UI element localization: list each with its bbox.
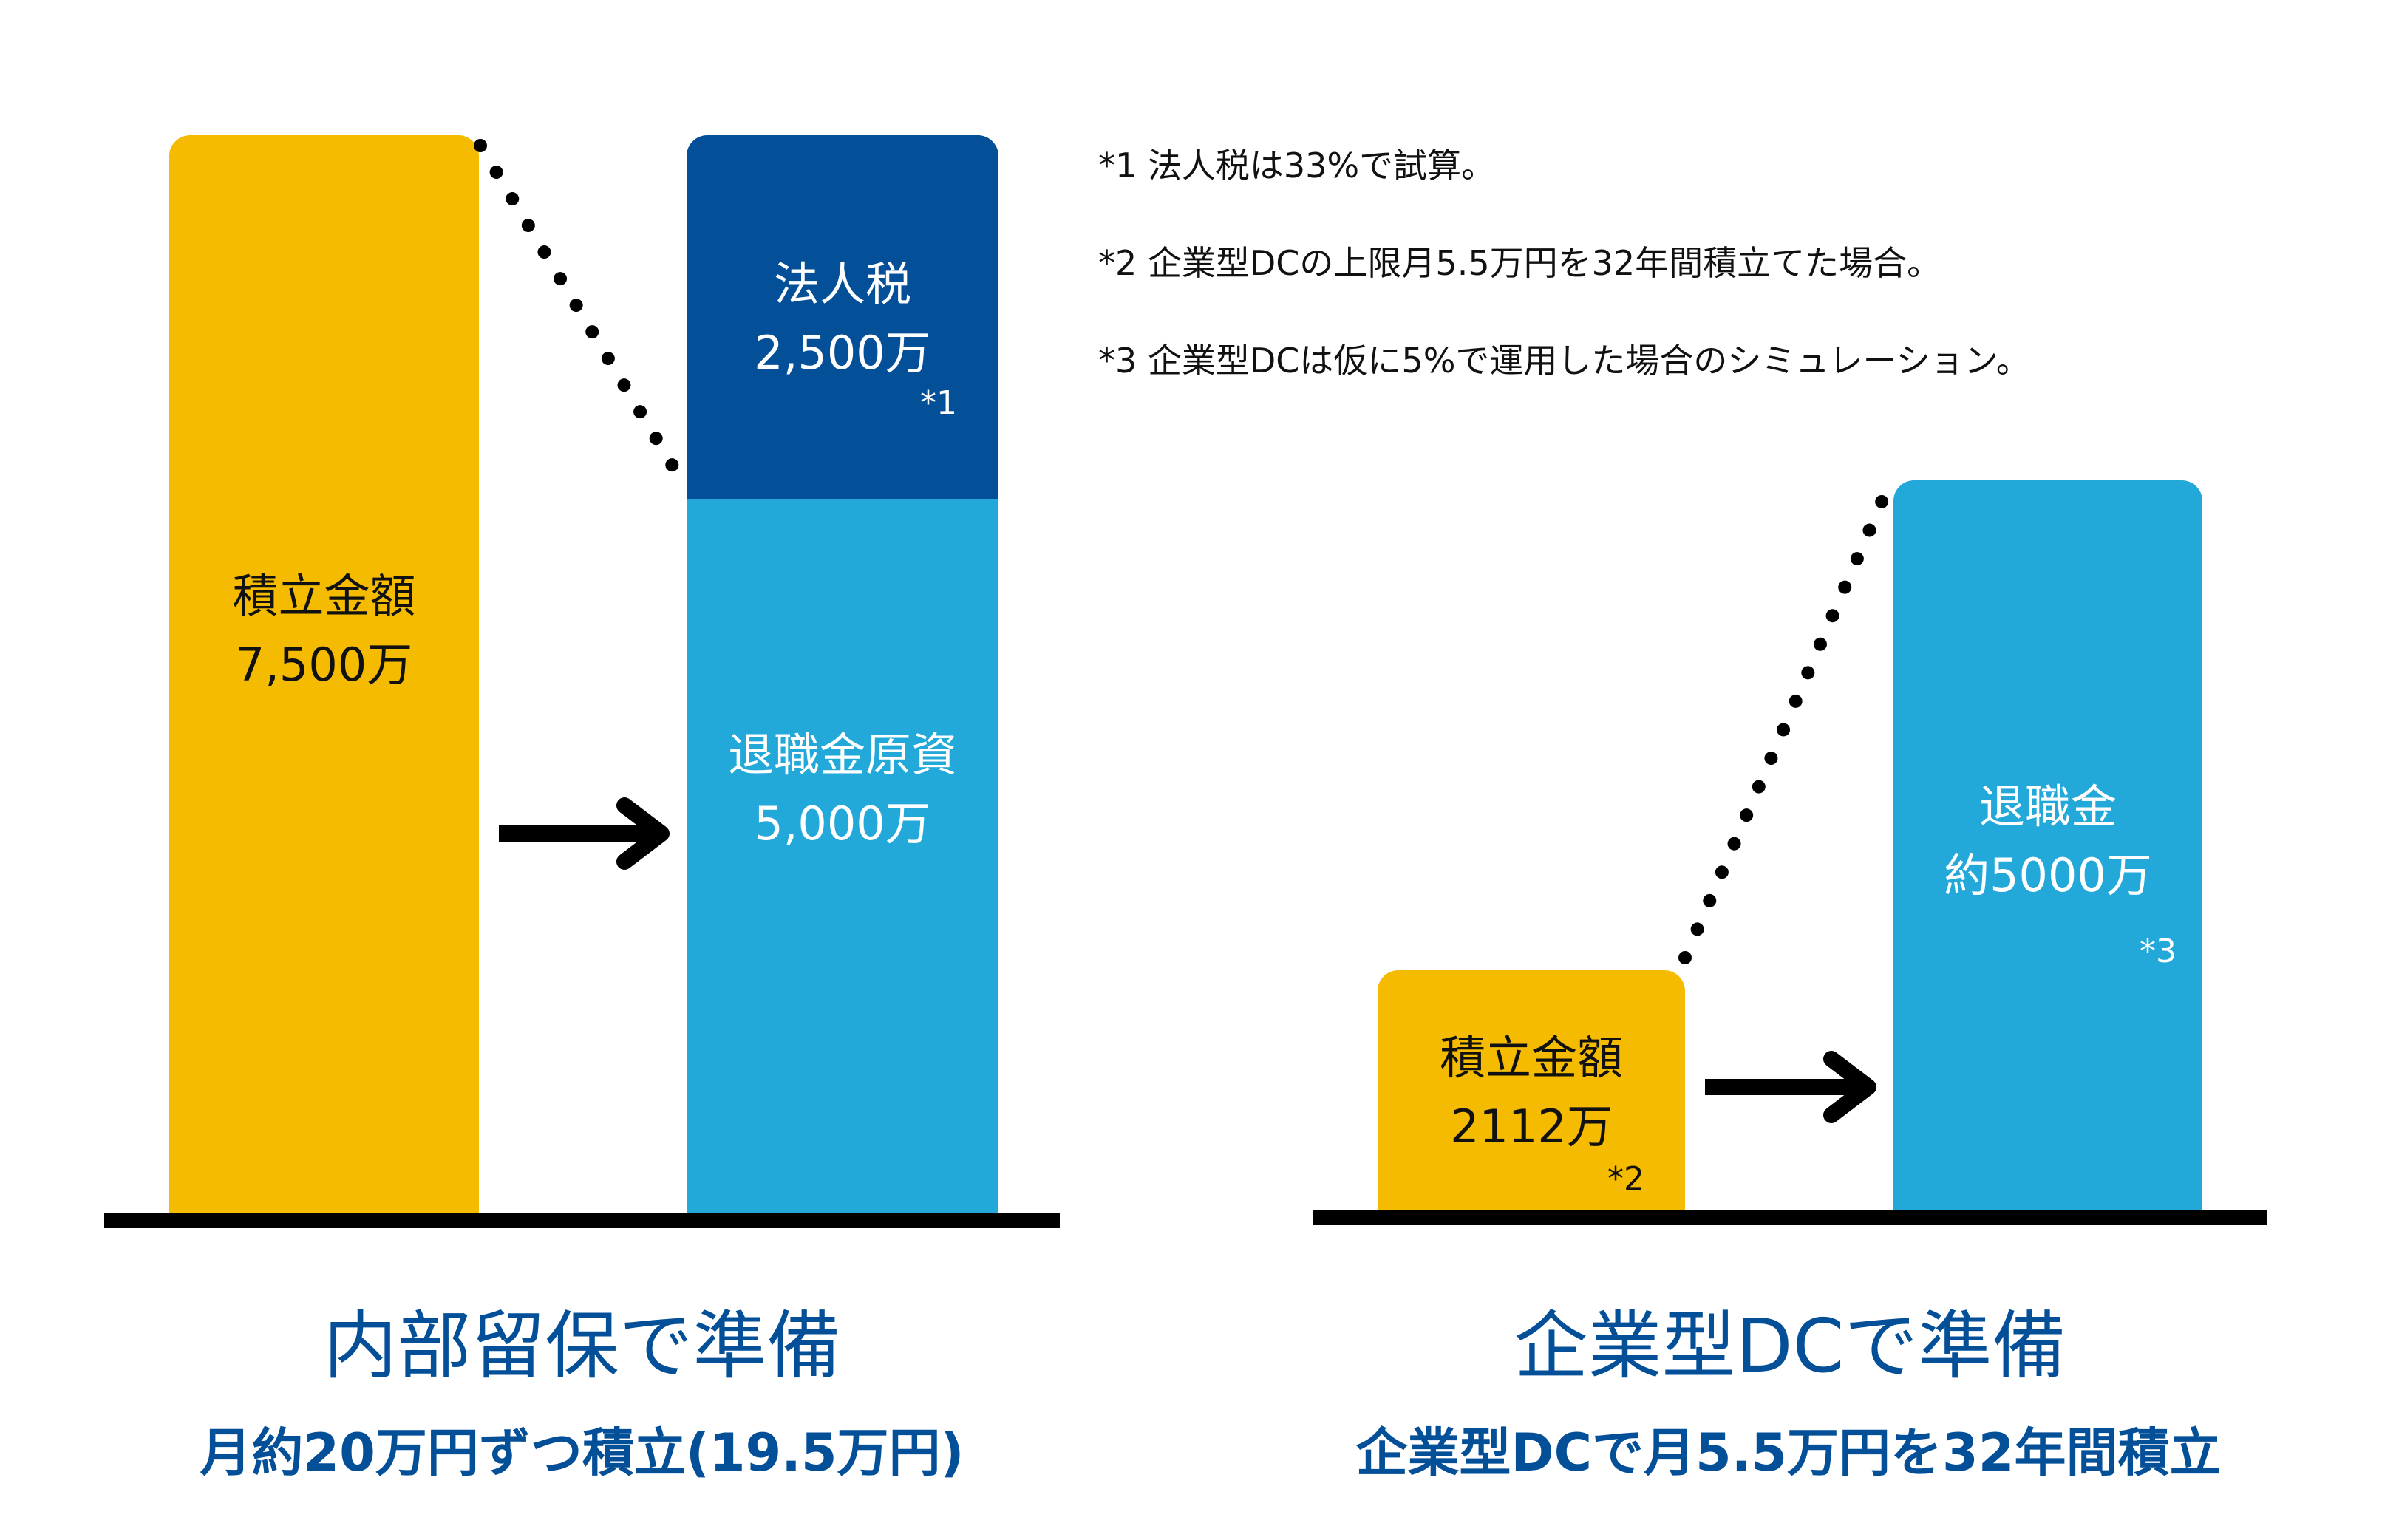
left-fund-label-text: 退職金原資	[727, 728, 957, 782]
footnote-2: *2 企業型DCの上限月5.5万円を32年間積立てた場合。	[1098, 243, 1941, 283]
right-savings-footnote-marker: *2	[1607, 1160, 1644, 1198]
left-chart-title: 内部留保で準備	[323, 1303, 841, 1389]
right-savings-bar	[1378, 970, 1685, 1213]
left-chart-subtitle: 月約20万円ずつ積立(19.5万円)	[200, 1423, 964, 1483]
left-corporate-tax-bar	[687, 135, 998, 499]
right-retirement-footnote-marker: *3	[2140, 933, 2177, 970]
right-retirement-value: 約5000万	[1944, 848, 2152, 902]
right-chart-title: 企業型DCで準備	[1514, 1303, 2066, 1389]
right-savings-label: 積立金額 2112万	[1378, 1023, 1685, 1161]
left-savings-value: 7,500万	[235, 638, 413, 692]
left-baseline	[104, 1213, 1060, 1228]
footnote-3: *3 企業型DCは仮に5%で運用した場合のシミュレーション。	[1098, 341, 2030, 381]
left-tax-label-text: 法人税	[773, 257, 911, 311]
left-savings-label: 積立金額 7,500万	[169, 562, 479, 699]
left-tax-value: 2,500万	[754, 326, 931, 380]
right-arrow-icon	[1705, 1051, 1876, 1123]
left-retirement-fund-label: 退職金原資 5,000万	[687, 720, 998, 858]
right-retirement-label: 退職金 約5000万	[1893, 772, 2202, 910]
right-baseline	[1313, 1210, 2267, 1225]
right-savings-label-text: 積立金額	[1439, 1031, 1623, 1085]
right-savings-value: 2112万	[1450, 1100, 1613, 1154]
left-savings-label-text: 積立金額	[232, 569, 416, 623]
left-corporate-tax-label: 法人税 2,500万	[687, 250, 998, 387]
right-retirement-bar	[1893, 480, 2202, 1213]
left-fund-value: 5,000万	[754, 797, 931, 851]
right-retirement-label-text: 退職金	[1978, 780, 2117, 834]
footnote-1: *1 法人税は33%で試算。	[1098, 146, 1496, 185]
left-dotted-connector	[474, 139, 693, 496]
left-tax-footnote-marker: *1	[920, 384, 957, 422]
right-chart-subtitle: 企業型DCで月5.5万円を32年間積立	[1355, 1423, 2222, 1483]
left-savings-bar	[169, 135, 479, 1213]
left-retirement-fund-bar	[687, 499, 998, 1213]
right-dotted-connector	[1678, 488, 1891, 964]
left-arrow-icon	[499, 797, 670, 870]
